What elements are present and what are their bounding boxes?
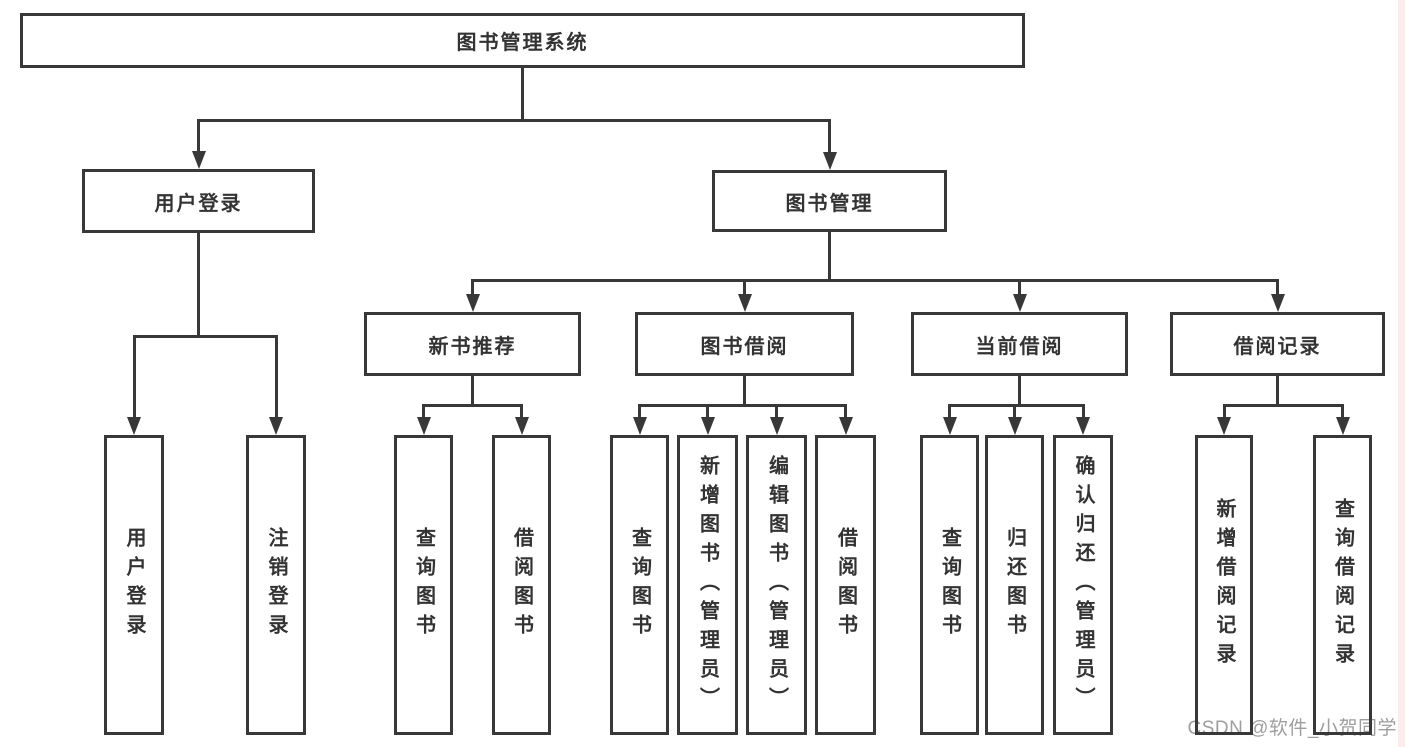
edge-line xyxy=(828,120,831,156)
edge-line xyxy=(1018,376,1021,405)
node-label: 用户登录 xyxy=(123,527,145,643)
edge-line xyxy=(743,280,746,298)
edge-line xyxy=(1013,405,1016,421)
node-book-management: 图书管理 xyxy=(712,170,947,232)
edge-line xyxy=(638,405,641,421)
arrow-down-icon xyxy=(1217,417,1231,435)
edge-line xyxy=(132,334,278,338)
edge-line xyxy=(197,120,200,155)
right-edge-strip xyxy=(1398,0,1405,747)
arrow-down-icon xyxy=(737,294,752,312)
edge-line xyxy=(1222,405,1226,421)
edge-line xyxy=(274,336,278,421)
edge-line xyxy=(948,405,951,421)
node-leaf-add-books-admin: 新增图书（管理员） xyxy=(677,435,738,735)
node-leaf-confirm-return-admin: 确认归还（管理员） xyxy=(1053,435,1113,735)
arrow-down-icon xyxy=(838,417,853,435)
edge-line xyxy=(743,376,746,405)
node-user-login: 用户登录 xyxy=(82,169,315,233)
edge-line xyxy=(706,405,709,421)
node-label: 新书推荐 xyxy=(428,335,517,358)
node-leaf-borrow-books: 借阅图书 xyxy=(815,435,876,735)
node-label: 查询图书 xyxy=(412,527,435,643)
edge-line xyxy=(1276,280,1279,298)
edge-line xyxy=(197,233,200,336)
node-leaf-query-books-current: 查询图书 xyxy=(920,435,979,735)
node-new-book-recommend: 新书推荐 xyxy=(364,312,581,376)
node-leaf-return-books: 归还图书 xyxy=(985,435,1044,735)
node-leaf-query-books-borrow: 查询图书 xyxy=(610,435,669,735)
arrow-down-icon xyxy=(191,151,206,169)
arrow-down-icon xyxy=(1335,417,1350,435)
node-root: 图书管理系统 xyxy=(20,13,1025,68)
edge-line xyxy=(422,403,523,407)
edge-line xyxy=(471,278,1279,282)
edge-line xyxy=(521,68,524,120)
node-label: 归还图书 xyxy=(1003,527,1026,643)
node-label: 借阅记录 xyxy=(1233,335,1322,358)
arrow-down-icon xyxy=(127,417,141,435)
node-label: 图书借阅 xyxy=(700,335,789,358)
arrow-down-icon xyxy=(465,294,480,312)
node-current-borrow: 当前借阅 xyxy=(911,312,1128,376)
node-label: 查询图书 xyxy=(938,527,961,643)
node-leaf-logout-login: 注销登录 xyxy=(246,435,306,735)
edge-line xyxy=(197,118,831,122)
arrow-down-icon xyxy=(1012,294,1027,312)
node-label: 编辑图书（管理员） xyxy=(765,454,788,716)
arrow-down-icon xyxy=(1076,417,1090,435)
node-leaf-add-borrow-record: 新增借阅记录 xyxy=(1195,435,1253,735)
node-label: 用户登录 xyxy=(154,192,243,215)
node-leaf-query-books-recommend: 查询图书 xyxy=(394,435,453,735)
arrow-down-icon xyxy=(514,417,529,435)
arrow-down-icon xyxy=(700,417,715,435)
arrow-down-icon xyxy=(942,417,957,435)
node-label: 查询借阅记录 xyxy=(1331,498,1354,672)
node-label: 确认归还（管理员） xyxy=(1072,454,1094,716)
node-leaf-edit-books-admin: 编辑图书（管理员） xyxy=(746,435,807,735)
node-label: 查询图书 xyxy=(628,527,651,643)
edge-line xyxy=(948,403,1085,407)
edge-line xyxy=(775,405,778,421)
edge-line xyxy=(132,336,136,421)
node-label: 当前借阅 xyxy=(975,335,1064,358)
node-label: 借阅图书 xyxy=(834,527,857,643)
arrow-down-icon xyxy=(822,152,837,170)
node-leaf-borrow-books-recommend: 借阅图书 xyxy=(492,435,551,735)
node-label: 注销登录 xyxy=(265,527,287,643)
edge-line xyxy=(520,405,523,421)
node-leaf-query-borrow-record: 查询借阅记录 xyxy=(1313,435,1372,735)
arrow-down-icon xyxy=(1270,294,1285,312)
node-label: 借阅图书 xyxy=(510,527,533,643)
node-label: 图书管理系统 xyxy=(456,32,589,54)
node-label: 新增借阅记录 xyxy=(1213,498,1235,672)
node-label: 图书管理 xyxy=(785,192,874,215)
edge-line xyxy=(828,232,831,280)
edge-line xyxy=(1018,280,1021,298)
node-book-borrow: 图书借阅 xyxy=(635,312,854,376)
edge-line xyxy=(1341,405,1344,421)
edge-line xyxy=(471,376,474,405)
arrow-down-icon xyxy=(269,417,283,435)
edge-line xyxy=(422,405,425,421)
edge-line xyxy=(1222,403,1344,407)
node-label: 新增图书（管理员） xyxy=(696,454,719,716)
edge-line xyxy=(1276,376,1279,405)
node-borrow-records: 借阅记录 xyxy=(1170,312,1385,376)
edge-line xyxy=(1081,405,1085,421)
edge-line xyxy=(638,403,847,407)
edge-line xyxy=(471,280,474,298)
arrow-down-icon xyxy=(632,417,647,435)
arrow-down-icon xyxy=(416,417,431,435)
arrow-down-icon xyxy=(1007,417,1022,435)
edge-line xyxy=(844,405,847,421)
arrow-down-icon xyxy=(769,417,784,435)
node-leaf-user-login: 用户登录 xyxy=(104,435,164,735)
